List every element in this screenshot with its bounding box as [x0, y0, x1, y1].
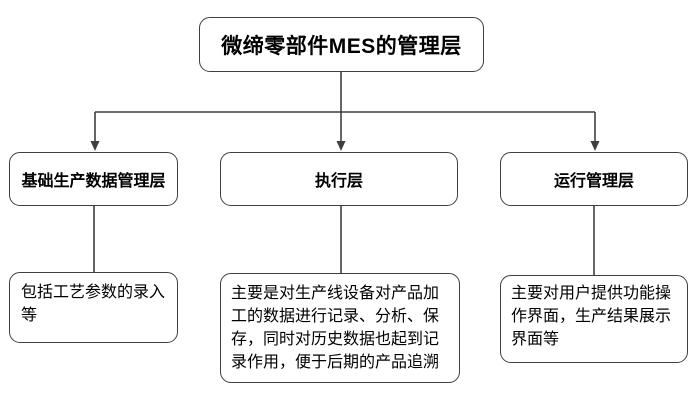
header-node-label: 执行层 [314, 173, 363, 190]
connector-header-to-desc [93, 206, 595, 275]
header-node-execution-layer: 执行层 [220, 152, 458, 206]
arrowhead-right [590, 141, 600, 151]
description-node-execution-layer: 主要是对生产线设备对产品加工的数据进行记录、分析、保存，同时对历史数据也起到记录… [220, 273, 460, 383]
arrowheads [90, 141, 600, 151]
root-node-title: 微缔零部件MES的管理层 [199, 17, 484, 72]
description-node-basic-production-data-layer: 包括工艺参数的录入等 [9, 272, 178, 343]
arrowhead-middle [336, 141, 346, 151]
description-node-operation-management-layer: 主要对用户提供功能操作界面，生产结果展示界面等 [500, 275, 688, 363]
header-node-label: 基础生产数据管理层 [21, 173, 166, 190]
header-node-basic-production-data-layer: 基础生产数据管理层 [9, 152, 178, 206]
connector-root-trunk [94, 72, 596, 142]
header-node-operation-management-layer: 运行管理层 [500, 152, 688, 206]
root-node-label: 微缔零部件MES的管理层 [221, 34, 462, 58]
header-node-label: 运行管理层 [553, 173, 634, 190]
arrowhead-left [90, 141, 100, 151]
